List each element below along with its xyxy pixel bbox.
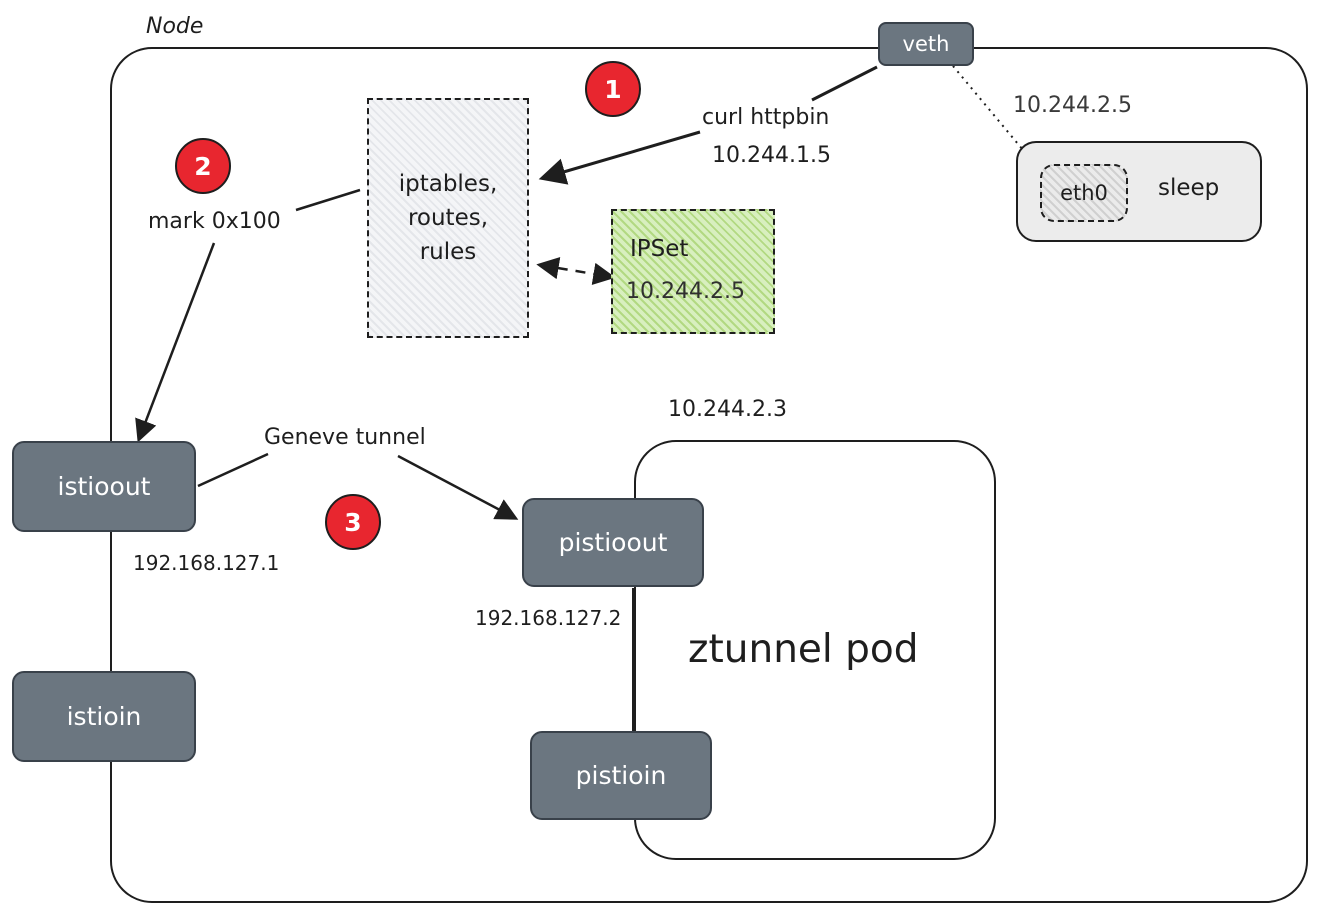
pistioout-ip: 192.168.127.2 (475, 606, 622, 630)
iptables-ipset-arrow (536, 256, 616, 286)
routes-line: routes, (407, 205, 489, 231)
node-label: Node (146, 14, 204, 39)
sleep-pod-name: sleep (1158, 175, 1220, 201)
rules-line: rules (419, 239, 477, 265)
pistioin-interface[interactable]: pistioin (530, 731, 712, 820)
geneve-tunnel-arrow (197, 452, 515, 518)
mark-label: mark 0x100 (148, 209, 281, 234)
ipset-title: IPSet (630, 236, 689, 262)
pistioout-interface[interactable]: pistioout (522, 498, 704, 587)
curl-target-ip: 10.244.1.5 (712, 143, 831, 168)
ztunnel-pod-ip: 10.244.2.3 (668, 397, 787, 422)
ztunnel-pod-name: ztunnel pod (688, 627, 919, 672)
ipset-ip: 10.244.2.5 (626, 279, 745, 304)
step-badge-3: 3 (325, 494, 381, 550)
ipset-box[interactable] (611, 209, 775, 334)
istioin-interface[interactable]: istioin (12, 671, 196, 762)
istioout-interface[interactable]: istioout (12, 441, 196, 532)
sleep-pod-ip: 10.244.2.5 (1013, 93, 1132, 118)
iptables-routes-rules-box[interactable]: iptables, routes, rules (367, 98, 529, 338)
mark-to-istioout-arrow (135, 242, 216, 443)
istioout-ip: 192.168.127.1 (133, 551, 280, 575)
eth0-interface[interactable]: eth0 (1040, 164, 1128, 222)
geneve-tunnel-label: Geneve tunnel (264, 425, 426, 450)
veth-to-iptables-arrow (543, 65, 878, 178)
step-badge-2: 2 (175, 138, 231, 194)
iptables-line: iptables, (398, 171, 498, 197)
iptables-to-mark-line (295, 188, 361, 212)
veth-interface[interactable]: veth (878, 22, 974, 66)
step-badge-1: 1 (585, 61, 641, 117)
curl-command-label: curl httpbin (702, 105, 830, 130)
